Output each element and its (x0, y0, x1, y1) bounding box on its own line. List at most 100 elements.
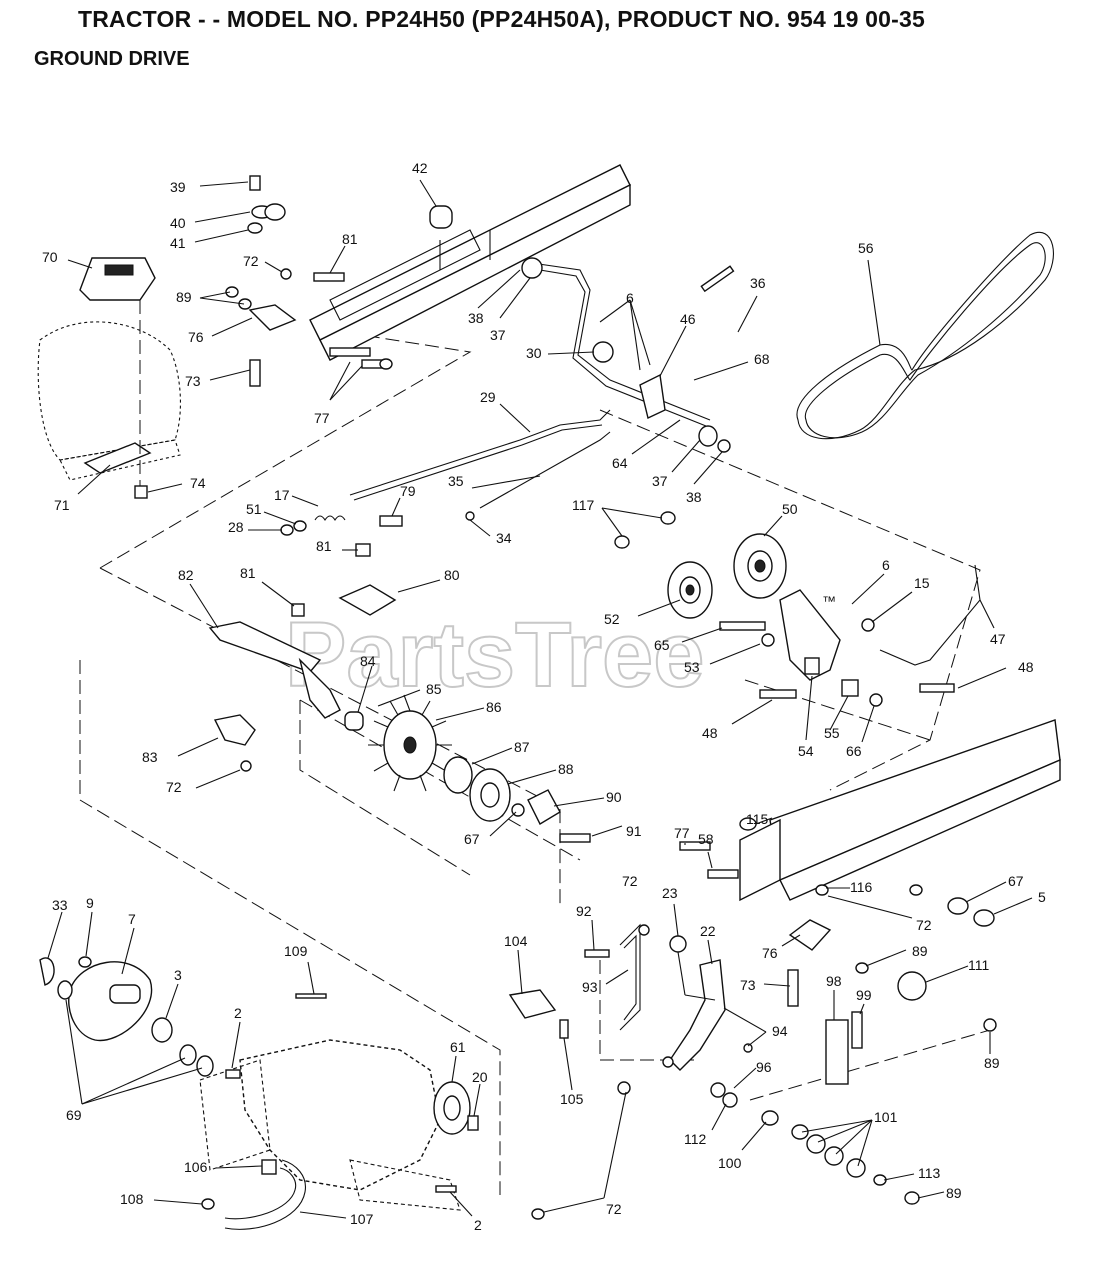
assembly-boundaries (79, 329, 991, 1195)
section-title: GROUND DRIVE (34, 48, 190, 70)
callout: 81 (342, 231, 358, 247)
callout: 72 (243, 253, 259, 269)
callout: 23 (662, 885, 678, 901)
callout: 117 (572, 497, 595, 513)
callout: 66 (846, 743, 862, 759)
callout: 72 (166, 779, 182, 795)
callout: 5 (1038, 889, 1046, 905)
callout: 72 (606, 1201, 622, 1217)
bolts-77-top (329, 347, 393, 370)
callout: 20 (472, 1069, 488, 1085)
callout: 92 (576, 903, 592, 919)
right-bracket-76 (787, 919, 997, 1032)
callout: 17 (274, 487, 290, 503)
callout: 109 (284, 943, 308, 959)
callout: 38 (686, 489, 702, 505)
nut-74 (134, 485, 148, 499)
rod-47 (879, 564, 981, 666)
callout: 15 (914, 575, 930, 591)
callout: 107 (350, 1211, 374, 1227)
callout: 99 (856, 987, 872, 1003)
bushing-42 (429, 205, 453, 229)
callout: 37 (490, 327, 506, 343)
callout: 48 (1018, 659, 1034, 675)
callout: 115 (746, 811, 769, 827)
bracket-76 (225, 268, 297, 387)
callout: 2 (474, 1217, 482, 1233)
callout: 81 (316, 538, 332, 554)
callout: 73 (185, 373, 201, 389)
callout: 39 (170, 179, 186, 195)
callout: 77 (674, 825, 690, 841)
callout: 72 (916, 917, 932, 933)
callout: 104 (504, 933, 528, 949)
callout: 35 (448, 473, 464, 489)
callout: 108 (120, 1191, 144, 1207)
callout: 2 (234, 1005, 242, 1021)
callout: 113 (918, 1165, 941, 1181)
callout: 58 (698, 831, 714, 847)
frame-rail-right (739, 719, 1061, 902)
callout-labels: 39 40 41 42 70 81 72 89 76 73 77 38 37 6… (42, 160, 1046, 1233)
callout: 105 (560, 1091, 584, 1107)
callout: 51 (246, 501, 262, 517)
callout: 76 (188, 329, 204, 345)
callout: 74 (190, 475, 206, 491)
callout: 53 (684, 659, 700, 675)
wheel-hub-7 (39, 956, 214, 1077)
callout: 90 (606, 789, 622, 805)
callout: 65 (654, 637, 670, 653)
page-title: TRACTOR - - MODEL NO. PP24H50 (PP24H50A)… (78, 6, 925, 32)
callout: 55 (824, 725, 840, 741)
callout: 93 (582, 979, 598, 995)
callout: 89 (912, 943, 928, 959)
callout: 41 (170, 235, 186, 251)
callout: 82 (178, 567, 194, 583)
frame-rail-upper (309, 164, 631, 361)
callout: 54 (798, 743, 814, 759)
callout: 7 (128, 911, 136, 927)
lower-plate (83, 442, 152, 474)
callout: 77 (314, 410, 330, 426)
callout: 72 (622, 873, 638, 889)
callout: 96 (756, 1059, 772, 1075)
rod-35 (479, 431, 611, 509)
callout: 6 (626, 290, 634, 306)
callout: 68 (754, 351, 770, 367)
callout: 86 (486, 699, 502, 715)
fender-body (37, 321, 181, 481)
leader-lines (47, 179, 1033, 1219)
callout: 3 (174, 967, 182, 983)
callout: 83 (142, 749, 158, 765)
callout: 33 (52, 897, 68, 913)
idler-arm-54 (719, 589, 955, 707)
drive-belt (796, 232, 1054, 440)
callout: 42 (412, 160, 428, 176)
watermark: PartsTree (285, 604, 704, 706)
callout: 106 (184, 1159, 208, 1175)
callout: 61 (450, 1039, 466, 1055)
callout: 87 (514, 739, 530, 755)
callout: 36 (750, 275, 766, 291)
callout: 79 (400, 483, 416, 499)
callout: 80 (444, 567, 460, 583)
control-rod-29 (349, 409, 611, 496)
brake-linkage (208, 543, 397, 719)
callout: 112 (684, 1131, 707, 1147)
callout: 40 (170, 215, 186, 231)
callout: 88 (558, 761, 574, 777)
callout: 100 (718, 1155, 742, 1171)
shift-rod-assembly (521, 257, 735, 453)
spring-17 (280, 515, 403, 536)
callout: 22 (700, 923, 716, 939)
callout: 48 (702, 725, 718, 741)
link-93 (508, 923, 650, 1220)
callout: 30 (526, 345, 542, 361)
callout: 111 (968, 957, 989, 973)
callout: 71 (54, 497, 70, 513)
callout: 76 (762, 945, 778, 961)
callout: 116 (850, 879, 873, 895)
callout: 89 (984, 1055, 1000, 1071)
callout: 85 (426, 681, 442, 697)
callout: 64 (612, 455, 628, 471)
